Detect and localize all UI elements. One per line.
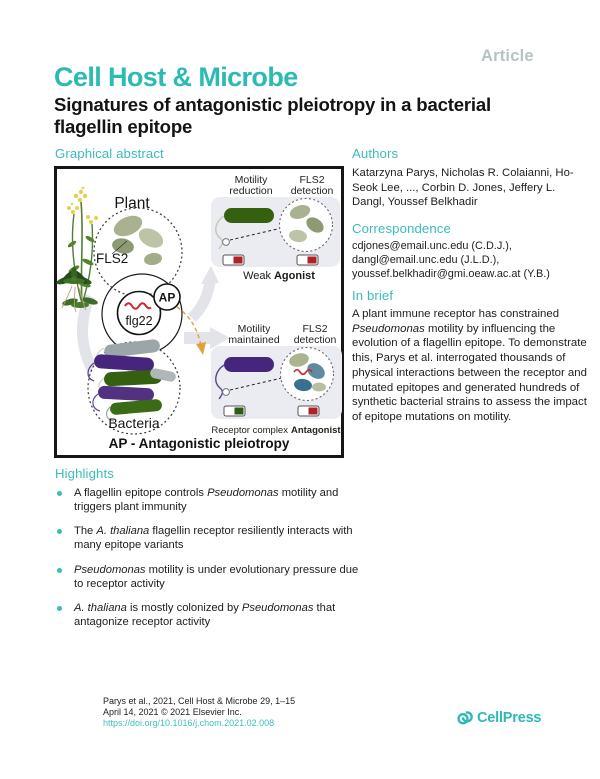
correspondence-emails: cdjones@email.unc.edu (C.D.J.), dangl@em… (352, 239, 592, 282)
motility-maintained-label-1: Motility (238, 323, 271, 335)
fls2-detection-top-label-1: FLS2 (299, 174, 324, 186)
highlight-item: Pseudomonas motility is under evolutiona… (55, 564, 360, 591)
figure-caption: AP - Antagonistic pleiotropy (109, 436, 290, 451)
bullet-icon (57, 606, 62, 612)
motility-switch-green-icon (223, 405, 246, 417)
fls2-receptor-circle: FLS2 (93, 207, 183, 297)
detection-switch-red-icon (296, 254, 319, 266)
journal-title: Cell Host & Microbe (54, 62, 298, 92)
flg22-label: flg22 (125, 314, 152, 328)
in-brief-text: A plant immune receptor has constrained … (352, 308, 587, 423)
highlights-list: A flagellin epitope controls Pseudomonas… (55, 487, 360, 641)
fls2-label: FLS2 (96, 251, 128, 266)
fls2-detection-bottom-label-1: FLS2 (302, 323, 327, 335)
highlight-item: The A. thaliana flagellin receptor resil… (55, 525, 360, 552)
highlight-text: A. thaliana is mostly colonized by Pseud… (74, 602, 336, 628)
motility-reduction-label-2: reduction (229, 185, 272, 197)
graphical-abstract-heading: Graphical abstract (55, 146, 164, 161)
highlights-heading: Highlights (55, 466, 114, 481)
bullet-icon (57, 491, 62, 496)
flg22-peptide-squiggle (124, 302, 152, 310)
article-title: Signatures of antagonistic pleiotropy in… (54, 94, 491, 137)
motility-reduction-panel (211, 197, 340, 267)
bacteria-label: Bacteria (108, 415, 160, 431)
flower-dots (67, 189, 98, 224)
fls2-detection-bottom-label-2: detection (294, 334, 337, 346)
correspondence-email-2: dangl@email.unc.edu (J.L.D.), (352, 254, 500, 267)
highlight-item: A flagellin epitope controls Pseudomonas… (55, 487, 360, 514)
correspondence-email-3: youssef.belkhadir@gmi.oeaw.ac.at (Y.B.) (352, 268, 550, 281)
fls2-detection-top-label-2: detection (291, 185, 334, 197)
authors-heading: Authors (352, 146, 399, 161)
highlight-text: The A. thaliana flagellin receptor resil… (74, 525, 353, 552)
motility-reduction-label-1: Motility (235, 174, 268, 186)
flg22-ap-circles: flg22 AP (101, 273, 206, 355)
ap-label: AP (159, 291, 176, 305)
in-brief-heading: In brief (352, 288, 394, 303)
highlight-text: Pseudomonas motility is under evolutiona… (74, 563, 359, 590)
rosette-plant (56, 267, 92, 313)
graphical-abstract-figure: FLS2 Plant flg22 AP (54, 166, 344, 458)
plant-label: Plant (114, 195, 150, 212)
motility-maintained-label-2: maintained (228, 334, 280, 346)
cellpress-logo-text: CellPress (477, 710, 542, 726)
motility-maintained-panel (211, 346, 342, 419)
article-type-label: Article (481, 47, 534, 65)
highlight-item: A. thaliana is mostly colonized by Pseud… (55, 602, 360, 629)
citation-line: Parys et al., 2021, Cell Host & Microbe … (103, 696, 296, 706)
correspondence-heading: Correspondence (352, 221, 451, 236)
doi-link[interactable]: https://doi.org/10.1016/j.chom.2021.02.0… (103, 717, 275, 728)
bullet-icon (57, 567, 62, 573)
footer-citation-block: Parys et al., 2021, Cell Host & Microbe … (103, 696, 295, 728)
cellpress-logo: CellPress (456, 709, 542, 727)
cellpress-swirl-icon (457, 711, 473, 725)
copyright-line: April 14, 2021 © 2021 Elsevier Inc. (103, 706, 242, 717)
bacteria-circle (87, 339, 181, 435)
detection-switch-red2-icon (297, 405, 320, 417)
highlight-text: A flagellin epitope controls Pseudomonas… (74, 487, 339, 513)
authors-names: Katarzyna Parys, Nicholas R. Colaianni, … (352, 167, 574, 209)
bullet-icon (57, 529, 62, 535)
correspondence-email-1: cdjones@email.unc.edu (C.D.J.), (352, 240, 512, 252)
motility-switch-red-icon (222, 254, 245, 266)
